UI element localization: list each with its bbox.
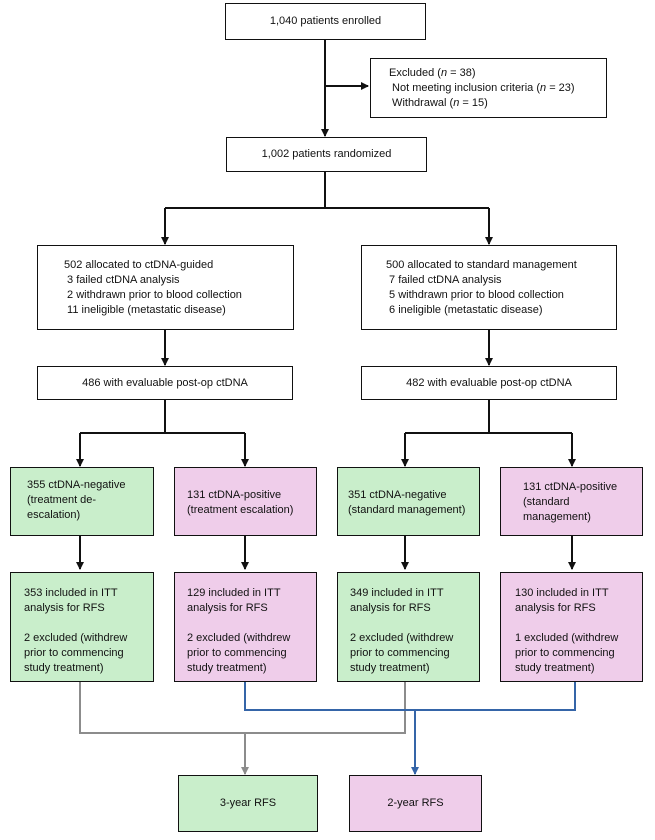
col1-excluded-text: 2 excluded (withdrew prior to commencing…: [24, 632, 128, 674]
left-withdrawn: 2 withdrawn prior to blood collection: [64, 289, 242, 301]
left-negative-box: 355 ctDNA-negative (treatment de- escala…: [10, 467, 154, 536]
col3-excluded-text: 2 excluded (withdrew prior to commencing…: [350, 632, 454, 674]
excluded-box: Excluded (n = 38) Not meeting inclusion …: [370, 58, 607, 118]
randomized-text: 1,002 patients randomized: [261, 148, 392, 160]
right-positive-text: 131 ctDNA-positive (standard management): [523, 481, 618, 523]
right-ineligible: 6 ineligible (metastatic disease): [386, 304, 543, 316]
three-year-rfs-box: 3-year RFS: [178, 775, 318, 832]
col4-excluded-text: 1 excluded (withdrew prior to commencing…: [515, 632, 619, 674]
left-evaluable-text: 486 with evaluable post-op ctDNA: [82, 376, 248, 389]
col4-itt-text: 130 included in ITT analysis for RFS: [515, 587, 609, 614]
right-failed: 7 failed ctDNA analysis: [386, 274, 502, 286]
left-positive-box: 131 ctDNA-positive (treatment escalation…: [174, 467, 317, 536]
two-year-rfs-box: 2-year RFS: [349, 775, 482, 832]
right-evaluable-text: 482 with evaluable post-op ctDNA: [406, 376, 572, 389]
left-evaluable-box: 486 with evaluable post-op ctDNA: [37, 366, 293, 400]
right-allocated: 500 allocated to standard management: [386, 259, 577, 271]
right-arm-allocation-box: 500 allocated to standard management 7 f…: [361, 245, 617, 330]
left-positive-text: 131 ctDNA-positive (treatment escalation…: [187, 489, 294, 516]
enrolled-text: 1,040 patients enrolled: [269, 15, 382, 27]
excluded-title-prefix: Excluded (: [389, 67, 441, 79]
randomized-box: 1,002 patients randomized: [226, 137, 427, 172]
left-negative-text: 355 ctDNA-negative (treatment de- escala…: [27, 479, 126, 521]
left-allocated: 502 allocated to ctDNA-guided: [64, 259, 214, 271]
excluded-line2-suffix: = 15): [459, 97, 488, 109]
col3-itt-box: 349 included in ITT analysis for RFS 2 e…: [337, 572, 480, 682]
col1-itt-box: 353 included in ITT analysis for RFS 2 e…: [10, 572, 154, 682]
excluded-line1-prefix: Not meeting inclusion criteria (: [389, 82, 541, 94]
right-evaluable-box: 482 with evaluable post-op ctDNA: [361, 366, 617, 400]
left-ineligible: 11 ineligible (metastatic disease): [64, 304, 226, 316]
col2-excluded-text: 2 excluded (withdrew prior to commencing…: [187, 632, 291, 674]
excluded-inclusion-criteria: Not meeting inclusion criteria (n = 23): [389, 81, 606, 96]
three-year-rfs-text: 3-year RFS: [219, 797, 277, 809]
right-withdrawn: 5 withdrawn prior to blood collection: [386, 289, 564, 301]
enrolled-box: 1,040 patients enrolled: [225, 3, 426, 40]
right-positive-box: 131 ctDNA-positive (standard management): [500, 467, 643, 536]
excluded-title-suffix: = 38): [447, 67, 476, 79]
n-symbol: n: [540, 82, 547, 94]
two-year-rfs-text: 2-year RFS: [387, 797, 444, 809]
left-arm-allocation-box: 502 allocated to ctDNA-guided 3 failed c…: [37, 245, 294, 330]
col4-itt-box: 130 included in ITT analysis for RFS 1 e…: [500, 572, 643, 682]
right-negative-text: 351 ctDNA-negative (standard management): [348, 489, 466, 516]
col3-itt-text: 349 included in ITT analysis for RFS: [350, 587, 444, 614]
col1-itt-text: 353 included in ITT analysis for RFS: [24, 587, 118, 614]
right-negative-box: 351 ctDNA-negative (standard management): [337, 467, 480, 536]
col2-itt-text: 129 included in ITT analysis for RFS: [187, 587, 281, 614]
excluded-withdrawal: Withdrawal (n = 15): [389, 96, 606, 111]
n-symbol: n: [453, 97, 460, 109]
excluded-line1-suffix: = 23): [546, 82, 575, 94]
left-failed: 3 failed ctDNA analysis: [64, 274, 180, 286]
excluded-line2-prefix: Withdrawal (: [389, 97, 454, 109]
excluded-title: Excluded (n = 38): [389, 66, 606, 81]
n-symbol: n: [440, 67, 448, 79]
three-year-rfs-merge-line: [79, 682, 406, 734]
two-year-rfs-merge-line: [244, 682, 576, 711]
col2-itt-box: 129 included in ITT analysis for RFS 2 e…: [174, 572, 317, 682]
